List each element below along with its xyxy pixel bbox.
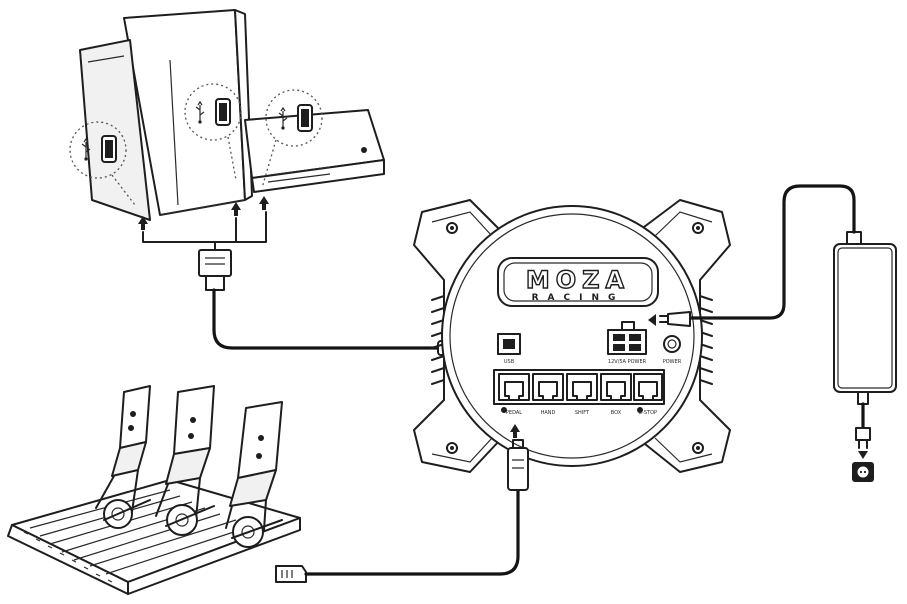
ac-plug: [855, 427, 871, 449]
svg-text:RACING: RACING: [532, 293, 625, 303]
usb-icon: [81, 137, 91, 161]
svg-text:BOX: BOX: [611, 410, 622, 416]
pedal-throttle: [225, 401, 283, 548]
svg-text:HAND: HAND: [541, 410, 556, 416]
rj-port-shift: SHIFT: [566, 373, 598, 416]
power-button: POWER: [663, 335, 682, 365]
arrow-up-icon: [138, 216, 148, 230]
power-input-port: 12V/5A POWER: [607, 321, 647, 365]
rj-port-pedal: PEDAL: [498, 373, 530, 416]
usb-port-callout-2: [184, 83, 242, 181]
rj-plug-base: [507, 439, 529, 491]
pedal-cable: [304, 488, 520, 576]
rj-port-hand: HAND: [532, 373, 564, 416]
brand-logo: MOZA RACING: [497, 257, 659, 307]
wheel-base: MOZA RACING USB 12V/5A POWER POWER: [413, 199, 731, 473]
rj-port-box: BOX: [600, 373, 632, 416]
dc-cable: [688, 184, 856, 320]
usb-icon: [195, 100, 205, 124]
usb-port-callout-1: [69, 121, 136, 206]
usb-port-callout-3: [261, 89, 323, 189]
svg-text:POWER: POWER: [663, 359, 682, 365]
game-consoles: [69, 9, 385, 251]
svg-text:E-STOP: E-STOP: [639, 410, 657, 416]
pedal-set: [7, 385, 301, 595]
rj-port-estop: E-STOP: [633, 373, 663, 416]
svg-text:MOZA: MOZA: [526, 266, 630, 294]
arrow-up-icon: [510, 424, 520, 438]
pedal-clutch: [95, 385, 151, 529]
arrow-up-icon: [231, 202, 241, 216]
svg-text:SHIFT: SHIFT: [575, 410, 590, 416]
pedal-brake: [155, 385, 215, 536]
rj-plug-pedal: [275, 565, 307, 583]
arrow-up-icon: [259, 196, 269, 210]
usb-b-port: USB: [497, 333, 521, 365]
power-outlet-icon: [852, 462, 874, 482]
arrow-down-icon: [858, 451, 868, 459]
usb-icon: [278, 106, 288, 130]
usb-cable: [212, 288, 442, 350]
rj-port-row: PEDAL HAND SHIFT BOX E-STOP: [493, 369, 665, 416]
svg-text:12V/5A POWER: 12V/5A POWER: [608, 359, 647, 365]
svg-text:USB: USB: [504, 359, 515, 365]
dc-plug: [648, 311, 691, 327]
usb-a-plug: [198, 249, 232, 291]
power-adapter: [833, 231, 897, 405]
svg-text:PEDAL: PEDAL: [506, 410, 522, 416]
